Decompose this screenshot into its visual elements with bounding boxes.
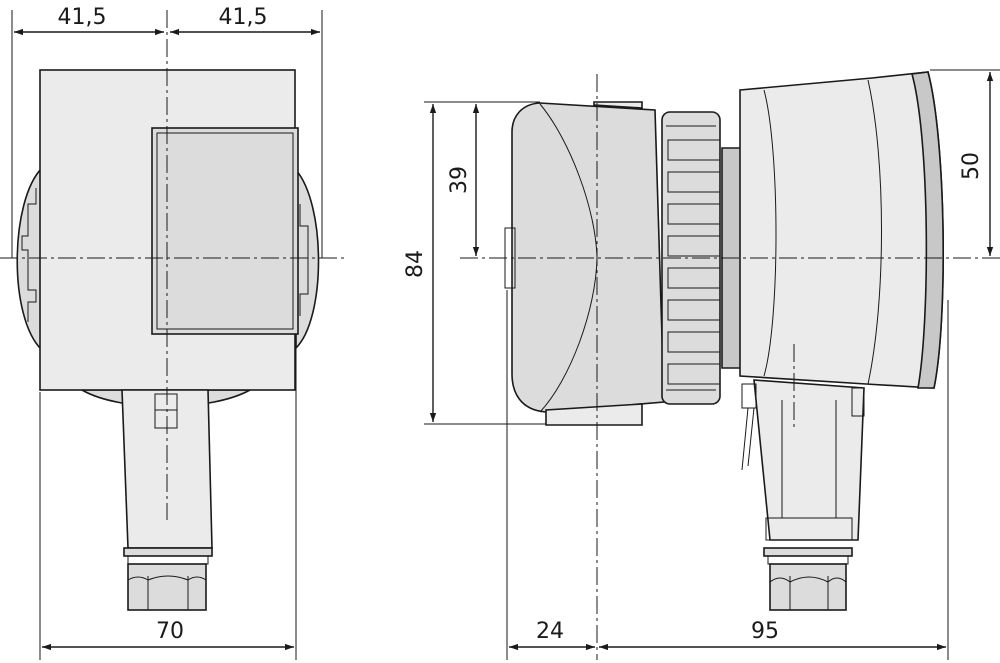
front-plug: [127, 563, 207, 611]
front-view: 41,5 41,5 70: [0, 5, 345, 660]
side-plug: [769, 563, 847, 611]
side-connector: [753, 379, 865, 541]
dim-side-right-height: 50: [959, 152, 984, 180]
dim-front-top-right: 41,5: [219, 5, 268, 30]
dim-front-top-left: 41,5: [58, 5, 107, 30]
dim-side-upper-height: 39: [447, 166, 472, 194]
dim-side-bottom-right: 95: [751, 619, 779, 644]
dim-side-bottom-left: 24: [536, 619, 564, 644]
side-union-nut: [661, 111, 721, 405]
front-pump-housing: [16, 166, 43, 352]
dim-side-total-height: 84: [403, 250, 428, 278]
front-control-panel: [151, 127, 299, 335]
dim-front-width: 70: [156, 619, 184, 644]
side-view: 84 39 50 24 95: [403, 69, 1000, 660]
